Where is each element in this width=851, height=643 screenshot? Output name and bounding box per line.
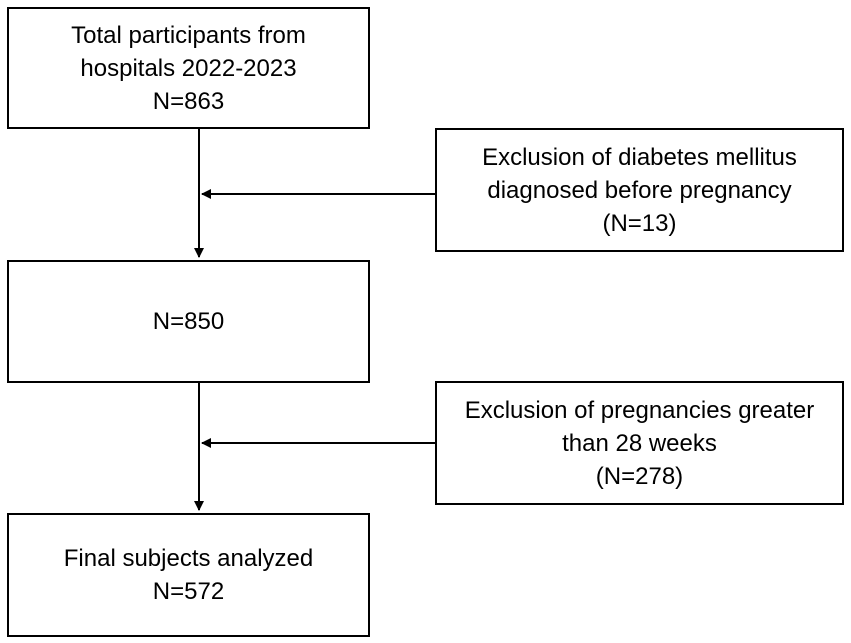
total-participants-label-line2: hospitals 2022-2023 — [80, 54, 297, 82]
exclusion-diabetes-label-line2: diagnosed before pregnancy — [487, 176, 792, 204]
total-participants-count: N=863 — [152, 87, 225, 115]
exclusion-diabetes-box: Exclusion of diabetes mellitus diagnosed… — [435, 128, 844, 252]
exclusion-gestation-box: Exclusion of pregnancies greater than 28… — [435, 381, 844, 505]
remaining-participants-count: N=850 — [152, 308, 225, 335]
exclusion-gestation-label-line2: than 28 weeks — [562, 429, 717, 457]
exclusion-diabetes-count: (N=13) — [602, 209, 677, 237]
remaining-participants-text: N=850 — [153, 305, 224, 338]
exclusion-diabetes-label-line1: Exclusion of diabetes mellitus — [482, 143, 797, 171]
total-participants-text: Total participants from hospitals 2022-2… — [71, 19, 306, 118]
remaining-participants-box: N=850 — [7, 260, 370, 383]
final-subjects-count: N=572 — [152, 578, 225, 605]
final-subjects-box: Final subjects analyzed N=572 — [7, 513, 370, 637]
total-participants-box: Total participants from hospitals 2022-2… — [7, 7, 370, 129]
exclusion-gestation-label-line1: Exclusion of pregnancies greater — [464, 396, 815, 424]
exclusion-gestation-text: Exclusion of pregnancies greater than 28… — [465, 394, 815, 493]
final-subjects-text: Final subjects analyzed N=572 — [64, 542, 313, 608]
exclusion-gestation-count: (N=278) — [595, 462, 684, 490]
total-participants-label-line1: Total participants from — [71, 21, 306, 49]
final-subjects-label: Final subjects analyzed — [63, 545, 314, 572]
exclusion-diabetes-text: Exclusion of diabetes mellitus diagnosed… — [482, 141, 797, 240]
